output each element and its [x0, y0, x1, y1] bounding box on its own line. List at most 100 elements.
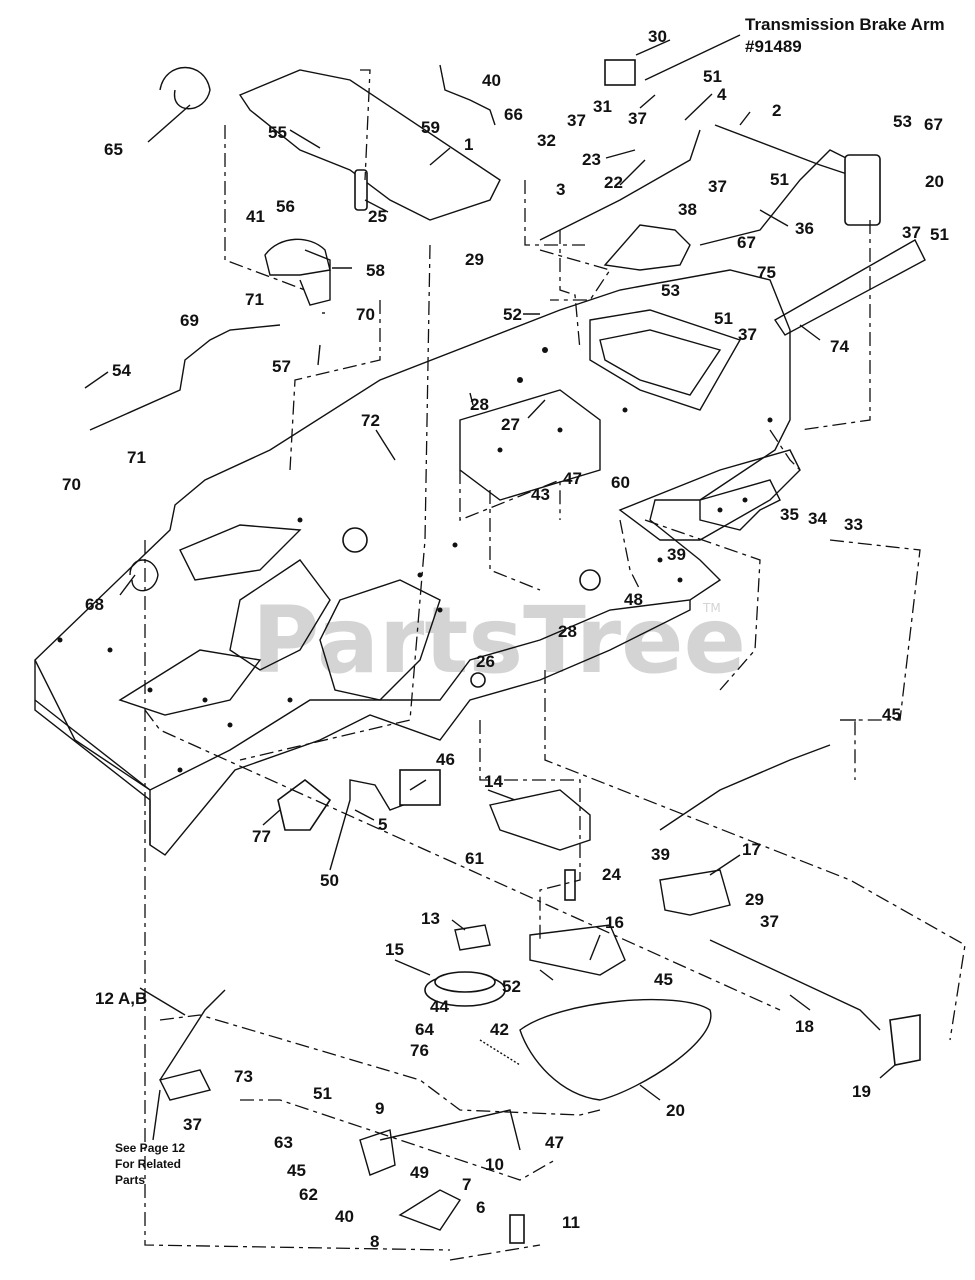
part-25-pin	[354, 169, 368, 211]
callout: 39	[667, 545, 686, 564]
part-36-rod	[699, 149, 851, 246]
callout: 22	[604, 173, 623, 192]
callout: 16	[605, 913, 624, 932]
callout: 37	[738, 325, 757, 344]
callout-labels: 30 40 66 65 55 59 1 25 29 56 41 58 71 70…	[62, 27, 949, 1251]
part-77-plate	[277, 778, 332, 831]
part-10-link	[379, 1109, 521, 1151]
callout: 29	[745, 890, 764, 909]
callout: 38	[678, 200, 697, 219]
part-1-plate	[238, 69, 501, 221]
callout: 33	[844, 515, 863, 534]
callout: 37	[567, 111, 586, 130]
note-line-3: Parts	[115, 1173, 145, 1187]
callout: 45	[287, 1161, 306, 1180]
callout: 19	[852, 1082, 871, 1101]
callout: 23	[582, 150, 601, 169]
callout: 40	[482, 71, 501, 90]
callout: 37	[760, 912, 779, 931]
part-3-rod	[539, 129, 701, 241]
callout: 56	[276, 197, 295, 216]
callout: 68	[85, 595, 104, 614]
callout: 74	[830, 337, 849, 356]
part-11-switch	[509, 1214, 525, 1244]
part-41-gear	[264, 238, 331, 276]
callout: 49	[410, 1163, 429, 1182]
callout: 17	[742, 840, 761, 859]
callout: 14	[484, 772, 503, 791]
callout: 27	[501, 415, 520, 434]
callout: 31	[593, 97, 612, 116]
callout: 51	[714, 309, 733, 328]
callout: 77	[252, 827, 271, 846]
watermark-trademark: TM	[702, 601, 721, 615]
title-line-1: Transmission Brake Arm	[745, 15, 945, 34]
callout: 24	[602, 865, 621, 884]
callout: 61	[465, 849, 484, 868]
part-transmission-brake-arm	[844, 154, 881, 226]
callout: 45	[654, 970, 673, 989]
callout: 35	[780, 505, 799, 524]
callout: 40	[335, 1207, 354, 1226]
callout: 41	[246, 207, 265, 226]
part-16-bracket	[529, 924, 626, 976]
callout: 2	[772, 101, 781, 120]
part-69-rod	[89, 324, 281, 431]
note-line-1: See Page 12	[115, 1141, 185, 1155]
callout: 1	[464, 135, 473, 154]
part-13-bracket	[454, 924, 491, 951]
part-66-rod	[439, 64, 496, 126]
callout: 11	[562, 1213, 580, 1232]
callout: 51	[770, 170, 789, 189]
callout: 67	[737, 233, 756, 252]
callout: 7	[462, 1175, 471, 1194]
callout: 32	[537, 131, 556, 150]
callout: 72	[361, 411, 380, 430]
part-12-rod	[159, 989, 226, 1081]
part-6-bracket	[398, 1189, 462, 1231]
callout: 53	[661, 281, 680, 300]
callout: 55	[268, 123, 287, 142]
callout: 25	[368, 207, 387, 226]
callout: 50	[320, 871, 339, 890]
part-20-belt	[519, 998, 712, 1101]
callout: 70	[62, 475, 81, 494]
part-30-bracket	[604, 59, 636, 86]
callout: 36	[795, 219, 814, 238]
callout: 42	[490, 1020, 509, 1039]
callout: 26	[476, 652, 495, 671]
callout: 75	[757, 263, 776, 282]
callout: 45	[882, 705, 901, 724]
callout: 64	[415, 1020, 434, 1039]
watermark: PartsTree TM	[252, 587, 746, 694]
part-14-bracket	[489, 789, 591, 851]
part-42-spring	[479, 1039, 521, 1066]
callout: 53	[893, 112, 912, 131]
part-41-arm	[299, 249, 331, 306]
part-45-cable	[659, 744, 831, 831]
callout: 46	[436, 750, 455, 769]
callout: 76	[410, 1041, 429, 1060]
callout: 43	[531, 485, 550, 504]
callout: 65	[104, 140, 123, 159]
callout: 71	[127, 448, 146, 467]
callout: 52	[503, 305, 522, 324]
callout: 63	[274, 1133, 293, 1152]
part-19-plate	[889, 1014, 921, 1066]
callout: 51	[703, 67, 722, 86]
callout: 54	[112, 361, 131, 380]
callout: 10	[485, 1155, 504, 1174]
leader-lines	[84, 34, 896, 1141]
related-parts-note: See Page 12 For Related Parts	[115, 1141, 185, 1187]
part-65-clip	[159, 66, 211, 110]
callout: 28	[558, 622, 577, 641]
callout: 5	[378, 815, 387, 834]
callout: 47	[545, 1133, 564, 1152]
callout: 3	[556, 180, 565, 199]
callout: 70	[356, 305, 375, 324]
callout: 44	[430, 997, 449, 1016]
part-shapes	[89, 59, 926, 1244]
callout: 66	[504, 105, 523, 124]
part-24-stud	[564, 869, 576, 901]
